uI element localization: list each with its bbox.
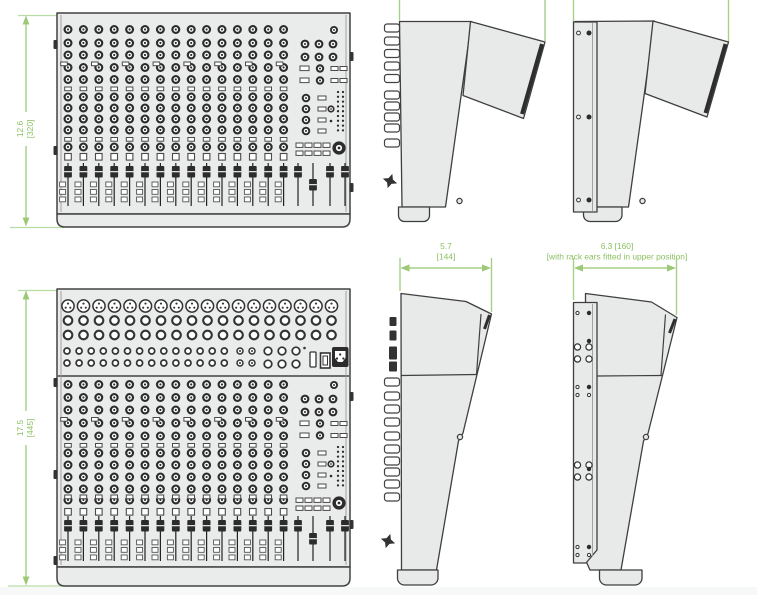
page-footer-band (0, 587, 757, 595)
rear-connector-pod (61, 299, 349, 369)
foot (396, 569, 439, 586)
rack-ear-plate (572, 301, 598, 564)
rack-ear-holes (573, 310, 593, 558)
pod-seam (400, 373, 478, 377)
hinge-bump (456, 433, 464, 441)
width-side-mm: [144] (437, 252, 456, 262)
side-connector-nub (349, 52, 354, 61)
foot (397, 206, 431, 223)
hinge-bump (456, 197, 463, 205)
chassis (56, 12, 351, 215)
dimension-width-side-rack: 6.3 [160] [with rack ears fitted in uppe… (547, 241, 688, 315)
dimension-depth-full: 17.5 [445] (8, 289, 64, 587)
view-top-panel-full (53, 288, 354, 587)
control-surface-full (59, 380, 349, 561)
foot (598, 569, 643, 586)
view-side-pod-flat (380, 292, 493, 586)
rack-ear-plate (572, 21, 598, 213)
arrowhead-up (22, 15, 30, 25)
side-body (400, 292, 493, 571)
control-surface-compact (59, 25, 349, 206)
depth-full-inches: 17.5 (15, 420, 25, 437)
io-pod (462, 20, 546, 120)
rack-rail-edge (483, 314, 491, 330)
side-jack-row (383, 23, 401, 148)
dimension-depth-compact: 12.6 [320] (10, 14, 64, 229)
pod-connector-edge (703, 43, 728, 114)
cropped-extension-lines (398, 0, 730, 42)
side-connector-nub (53, 378, 58, 387)
hinge-bump (642, 433, 650, 441)
rack-ear-holes (576, 30, 592, 203)
view-side-pod-up (382, 20, 546, 223)
rack-rail-edge (668, 318, 677, 334)
side-connector-nub (53, 146, 58, 155)
view-top-panel-compact (53, 12, 354, 228)
depth-full-mm: [445] (25, 419, 35, 438)
side-jack-row (383, 377, 401, 502)
side-body (584, 292, 678, 571)
side-connector-nub (349, 392, 354, 401)
pod-seam (475, 313, 482, 375)
pod-connector-edge (520, 43, 544, 115)
front-strip (56, 213, 351, 228)
view-side-pod-up-rack-ears (572, 20, 730, 223)
io-pod (644, 20, 730, 118)
pod-seam (660, 314, 667, 376)
side-switch-nubs (389, 317, 397, 372)
pod-lock-knob (380, 533, 396, 549)
side-body (398, 20, 473, 208)
pod-seam (596, 374, 663, 377)
dimension-width-side: 5.7 [144] (399, 241, 493, 312)
hinge-bump (639, 197, 646, 205)
view-side-pod-flat-rack-ears (572, 292, 678, 586)
width-side-rack-note: [with rack ears fitted in upper position… (547, 252, 688, 262)
side-connector-nub (53, 40, 58, 49)
side-connector-nub (349, 520, 354, 529)
arrowhead-down (22, 217, 30, 227)
depth-compact-inches: 12.6 (15, 121, 25, 138)
side-connector-nub (53, 556, 58, 565)
side-connector-nub (349, 183, 354, 192)
width-side-inches: 5.7 (440, 241, 452, 251)
front-strip (56, 566, 351, 587)
side-connector-nub (53, 470, 58, 479)
width-side-rack-value: 6.3 [160] (601, 241, 634, 251)
depth-compact-mm: [320] (25, 120, 35, 139)
pod-lock-knob (382, 173, 398, 189)
